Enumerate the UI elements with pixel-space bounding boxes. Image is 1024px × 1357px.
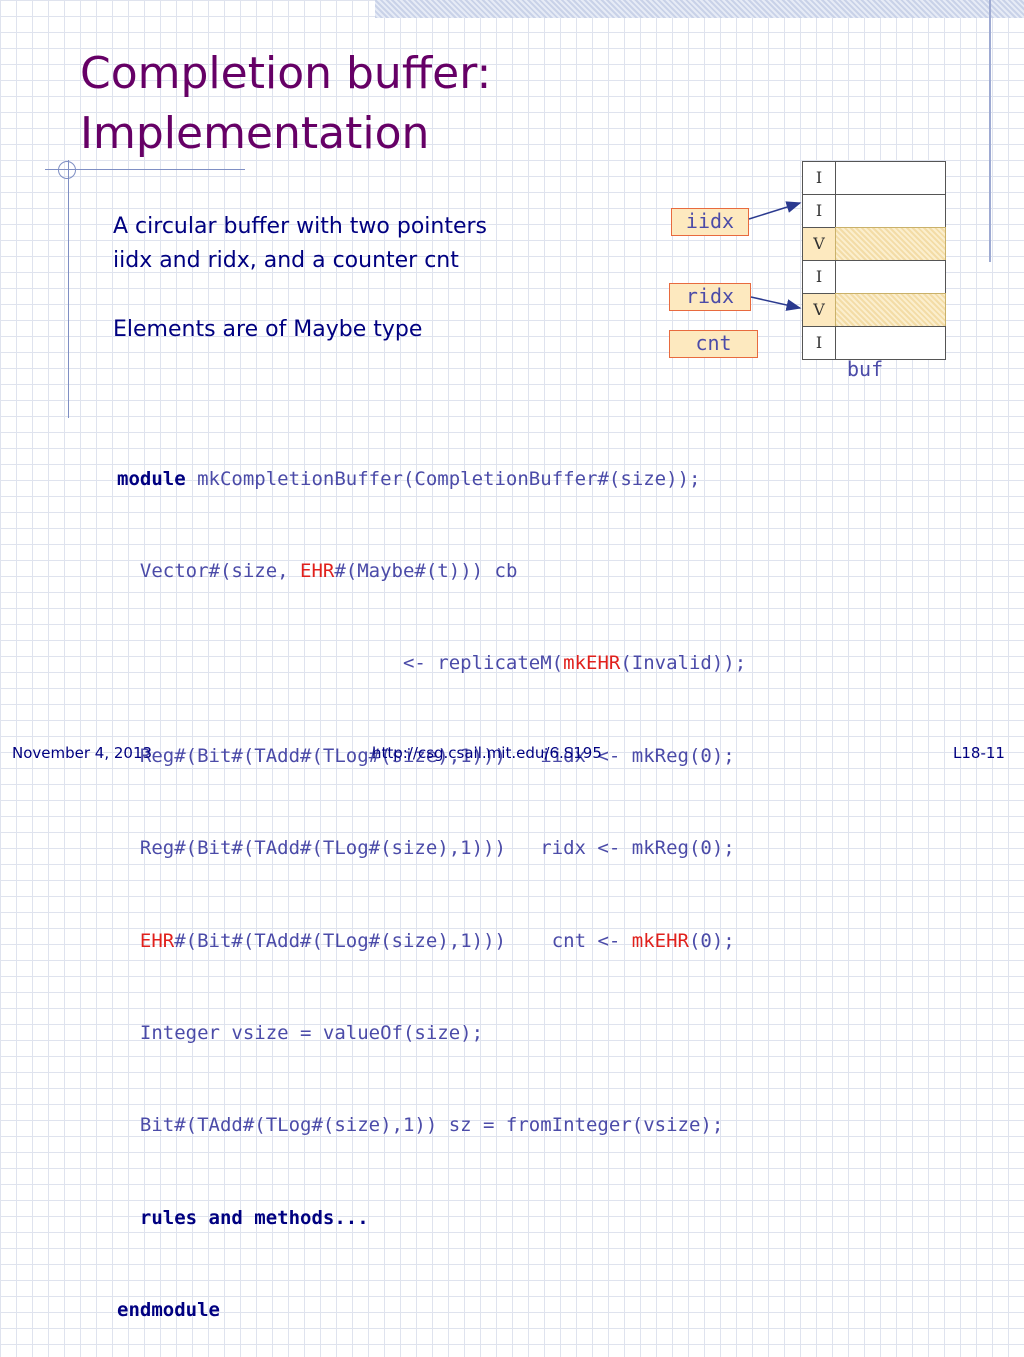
slot-tag: I	[802, 194, 836, 228]
code-line: module mkCompletionBuffer(CompletionBuff…	[117, 467, 701, 490]
code-line: Integer vsize = valueOf(size);	[117, 1021, 484, 1044]
ridx-pointer-box: ridx	[669, 283, 751, 311]
bullet-circular-buffer: A circular buffer with two pointers iidx…	[113, 210, 487, 278]
slot-tag: I	[802, 326, 836, 360]
slot-value-cell	[835, 161, 946, 195]
code-line: Reg#(Bit#(TAdd#(TLog#(size),1))) iidx <-…	[117, 744, 735, 767]
bullet-maybe-type: Elements are of Maybe type	[113, 313, 422, 347]
code-line: Vector#(size, EHR#(Maybe#(t))) cb	[117, 559, 518, 582]
cnt-counter-box: cnt	[669, 330, 758, 358]
code-line: <- replicateM(mkEHR(Invalid));	[117, 652, 747, 675]
code-line: EHR#(Bit#(TAdd#(TLog#(size),1))) cnt <- …	[139, 929, 735, 952]
buffer-label: buf	[847, 357, 884, 381]
bullet-line-2: iidx and ridx, and a counter cnt	[113, 248, 459, 273]
top-decorative-band	[375, 0, 1024, 18]
footer-url: http://csg.csail.mit.edu/6.S195	[372, 744, 602, 762]
title-underline-rule	[45, 169, 245, 170]
slide-title-line2: Implementation	[80, 108, 430, 159]
footer-date: November 4, 2013	[12, 744, 153, 762]
code-line: Bit#(TAdd#(TLog#(size),1)) sz = fromInte…	[117, 1114, 724, 1137]
iidx-arrow	[748, 201, 802, 220]
left-vertical-rule	[68, 160, 69, 418]
slide-title-line1: Completion buffer:	[80, 48, 492, 99]
slot-tag: V	[802, 293, 836, 327]
bullet-line-1: A circular buffer with two pointers	[113, 214, 488, 239]
right-decorative-rule	[989, 0, 991, 262]
code-line: rules and methods...	[139, 1206, 369, 1229]
code-line: Reg#(Bit#(TAdd#(TLog#(size),1))) ridx <-…	[117, 837, 735, 860]
slot-value-cell-valid	[835, 293, 946, 327]
bullet-text: Elements are of Maybe type	[113, 317, 423, 342]
slot-value-cell	[835, 326, 946, 360]
slot-value-cell	[835, 260, 946, 294]
code-line: endmodule	[117, 1299, 220, 1322]
footer-page-number: L18-11	[953, 744, 1005, 762]
crosshair-circle-ornament	[58, 161, 76, 179]
ridx-arrow	[750, 296, 802, 311]
pointer-arrows	[748, 201, 802, 311]
bsv-code-block: module mkCompletionBuffer(CompletionBuff…	[117, 402, 746, 1357]
iidx-pointer-box: iidx	[671, 208, 749, 236]
slide-title: Completion buffer: Implementation	[80, 44, 491, 164]
